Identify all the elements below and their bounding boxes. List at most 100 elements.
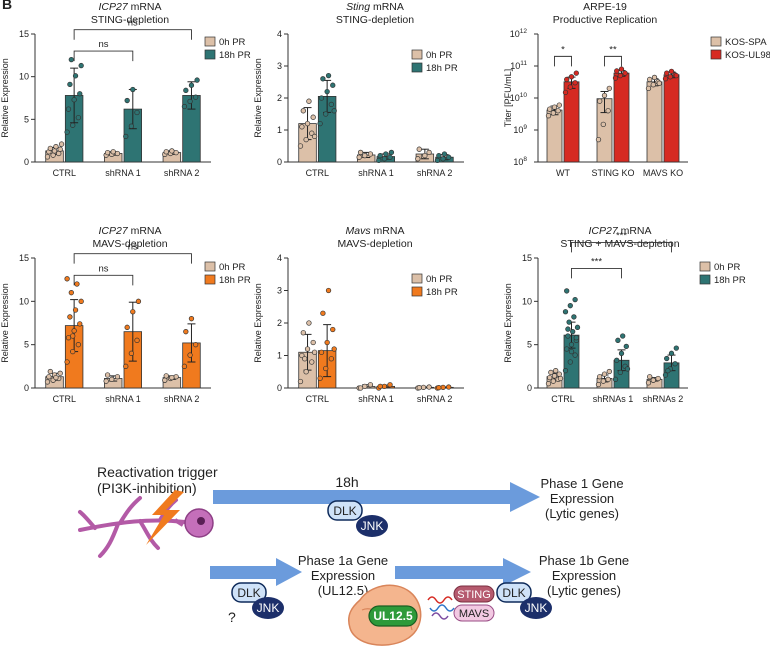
x-tick-label: STING KO bbox=[591, 168, 634, 178]
svg-text:DLK: DLK bbox=[333, 504, 356, 518]
data-point bbox=[614, 357, 620, 363]
data-point bbox=[103, 378, 109, 384]
data-point bbox=[47, 368, 53, 375]
chart-title: Mavs mRNA bbox=[346, 225, 405, 237]
dlk-jnk-complex-left: DLK JNK bbox=[231, 582, 284, 619]
data-point bbox=[551, 104, 558, 110]
x-tick-label: CTRL bbox=[306, 168, 330, 178]
significance-bracket bbox=[571, 241, 672, 253]
data-point bbox=[130, 86, 136, 93]
arrow-18h-label: 18h bbox=[335, 474, 358, 490]
data-point bbox=[58, 141, 65, 147]
data-point bbox=[564, 288, 570, 294]
y-tick-label: 1011 bbox=[510, 60, 527, 71]
arrow-phase1a bbox=[210, 558, 302, 586]
x-tick-label: CTRL bbox=[551, 394, 575, 404]
data-point bbox=[376, 157, 382, 164]
data-point bbox=[601, 371, 608, 377]
svg-text:UL12.5: UL12.5 bbox=[373, 609, 413, 623]
data-point bbox=[306, 320, 312, 326]
data-point bbox=[77, 321, 83, 327]
data-point bbox=[426, 149, 432, 156]
data-point bbox=[68, 56, 74, 63]
data-point bbox=[74, 281, 80, 287]
data-point bbox=[645, 85, 652, 92]
x-tick-label: shRNA 1 bbox=[358, 394, 394, 404]
significance-bracket bbox=[554, 55, 572, 67]
y-tick-label: 10 bbox=[19, 72, 29, 82]
data-point bbox=[181, 363, 188, 369]
data-point bbox=[303, 369, 309, 375]
data-point bbox=[556, 371, 562, 377]
data-point bbox=[311, 133, 318, 140]
legend-swatch bbox=[411, 273, 423, 284]
y-tick-label: 15 bbox=[19, 29, 29, 39]
data-point bbox=[328, 101, 335, 108]
data-point bbox=[562, 89, 569, 96]
y-tick-label: 4 bbox=[277, 253, 282, 263]
y-tick-label: 3 bbox=[277, 61, 282, 71]
ul125-badge: UL12.5 bbox=[368, 605, 418, 627]
legend-label: 18h PR bbox=[426, 287, 458, 298]
legend-swatch bbox=[411, 286, 423, 297]
y-tick-label: 0 bbox=[277, 157, 282, 167]
svg-text:(UL12.5): (UL12.5) bbox=[318, 583, 369, 598]
data-point bbox=[181, 103, 188, 110]
data-point bbox=[564, 346, 570, 352]
data-point bbox=[572, 80, 578, 86]
data-point bbox=[595, 381, 602, 388]
data-point bbox=[434, 157, 441, 164]
dlk-jnk-complex-right: DLK JNK bbox=[496, 582, 552, 619]
x-tick-label: CTRL bbox=[53, 394, 77, 404]
arrow-18h bbox=[213, 482, 540, 512]
data-point bbox=[188, 316, 195, 322]
data-point bbox=[572, 296, 578, 303]
data-point bbox=[555, 108, 561, 114]
data-point bbox=[565, 326, 571, 332]
data-point bbox=[123, 363, 129, 369]
significance-label: ** bbox=[609, 44, 617, 55]
data-point bbox=[324, 88, 330, 95]
data-point bbox=[163, 149, 169, 155]
y-tick-label: 0 bbox=[277, 383, 282, 393]
y-tick-label: 109 bbox=[513, 124, 527, 135]
data-point bbox=[568, 348, 575, 355]
legend-swatch bbox=[204, 274, 216, 285]
phase1b-label: Phase 1b Gene Expression (Lytic genes) bbox=[539, 553, 629, 598]
data-point bbox=[78, 62, 84, 69]
y-tick-label: 1010 bbox=[510, 92, 528, 103]
data-point bbox=[567, 303, 573, 309]
data-point bbox=[183, 329, 189, 335]
data-point bbox=[550, 110, 556, 116]
data-point bbox=[547, 374, 553, 381]
data-point bbox=[446, 154, 452, 160]
data-point bbox=[416, 385, 422, 391]
data-point bbox=[441, 151, 448, 157]
data-point bbox=[104, 149, 111, 156]
data-point bbox=[65, 106, 72, 112]
data-point bbox=[324, 339, 330, 346]
data-point bbox=[57, 146, 63, 152]
data-point bbox=[606, 85, 612, 92]
significance-label: ns bbox=[128, 18, 138, 29]
significance-bracket bbox=[73, 274, 134, 286]
data-point bbox=[573, 335, 579, 341]
data-point bbox=[330, 82, 336, 88]
bar bbox=[613, 72, 630, 163]
question-mark: ? bbox=[228, 609, 236, 625]
bar bbox=[663, 74, 680, 163]
x-tick-label: MAVS KO bbox=[643, 168, 683, 178]
data-point bbox=[664, 355, 670, 362]
significance-label: *** bbox=[616, 230, 627, 241]
y-tick-label: 0 bbox=[24, 157, 29, 167]
y-tick-label: 10 bbox=[522, 296, 532, 306]
data-point bbox=[183, 87, 189, 93]
svg-text:JNK: JNK bbox=[361, 519, 384, 533]
data-point bbox=[381, 156, 388, 162]
data-point bbox=[605, 376, 611, 382]
data-point bbox=[325, 287, 332, 294]
data-point bbox=[187, 352, 193, 358]
y-tick-label: 1 bbox=[277, 351, 282, 361]
data-point bbox=[72, 307, 79, 313]
